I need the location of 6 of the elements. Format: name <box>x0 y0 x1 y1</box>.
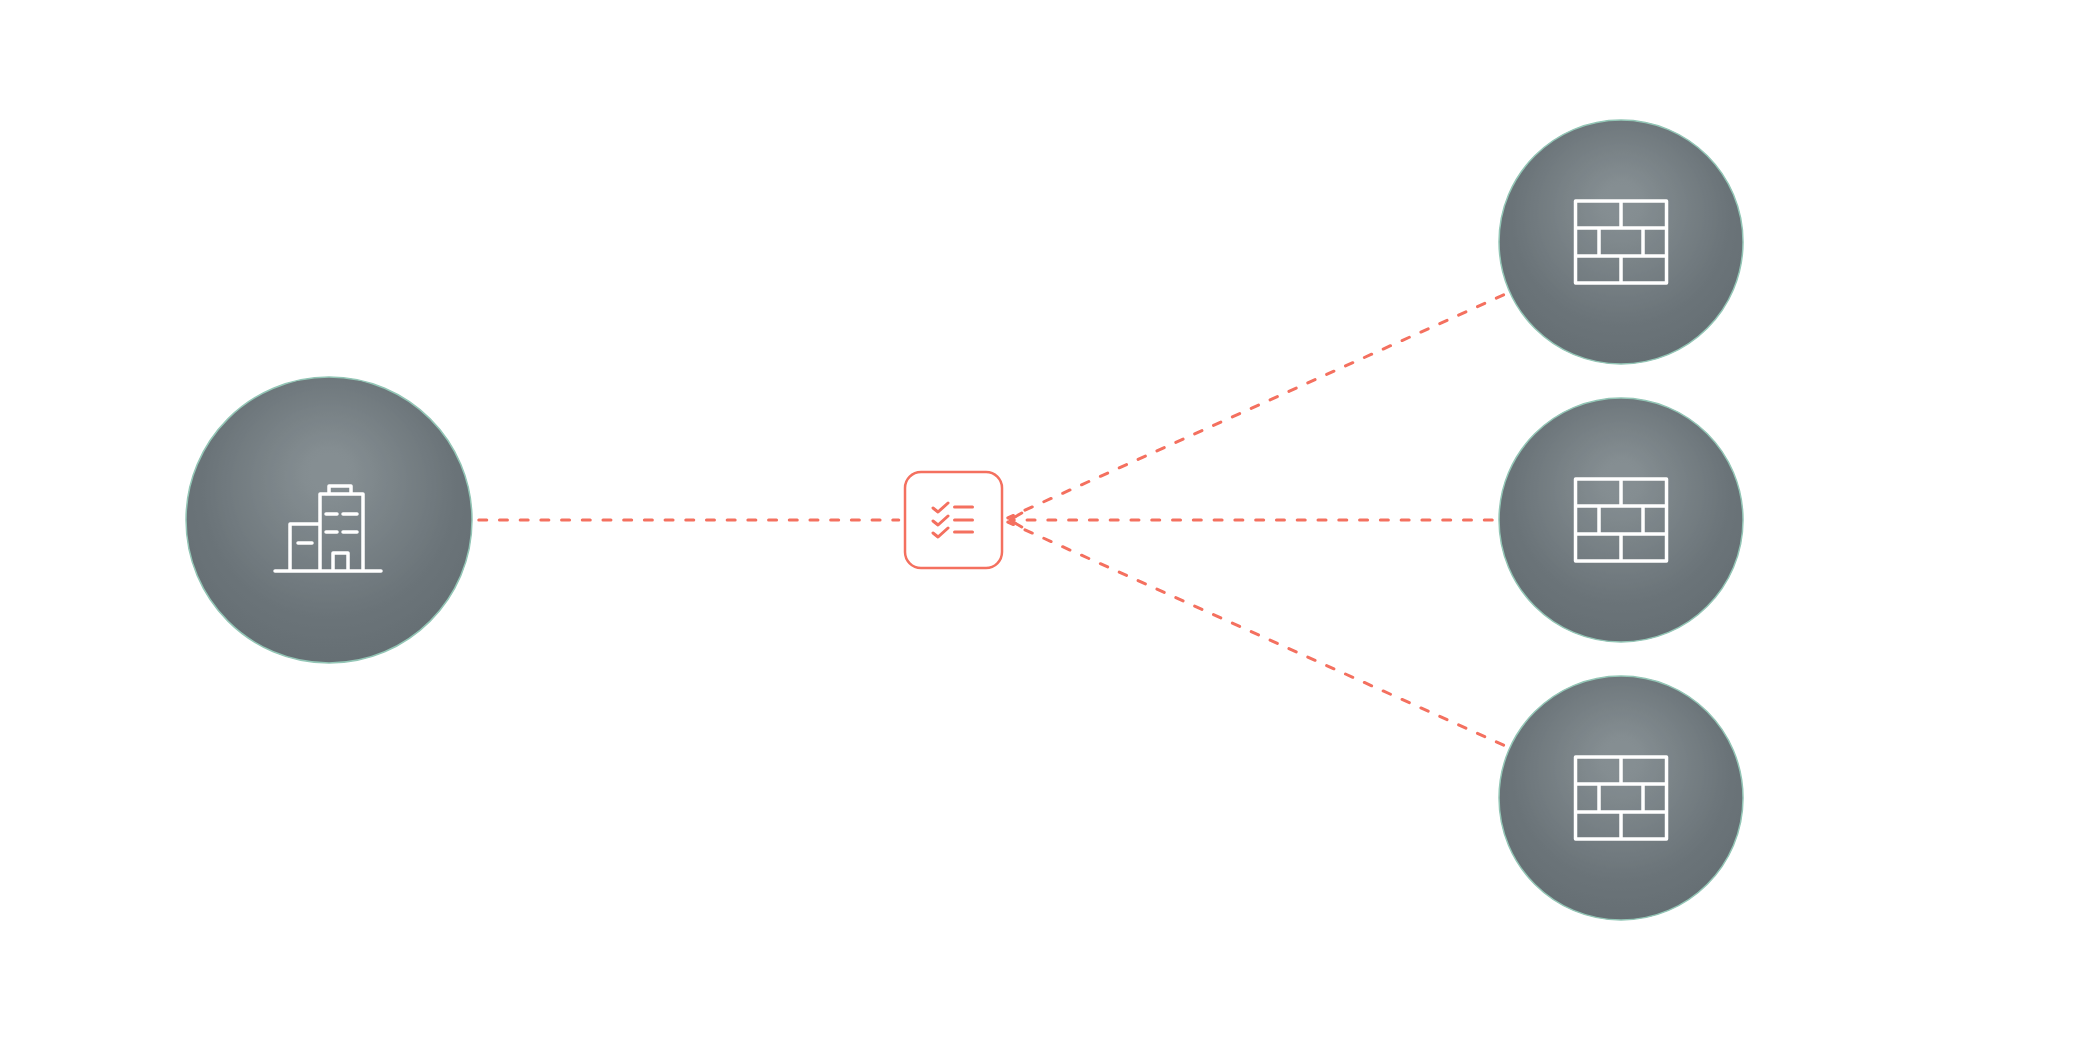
rounded-box <box>903 470 1004 570</box>
circle-node <box>185 376 473 664</box>
circle-node <box>1498 397 1744 643</box>
circle-node <box>1498 675 1744 921</box>
circle-node <box>1498 119 1744 365</box>
arrow <box>1008 511 1494 529</box>
